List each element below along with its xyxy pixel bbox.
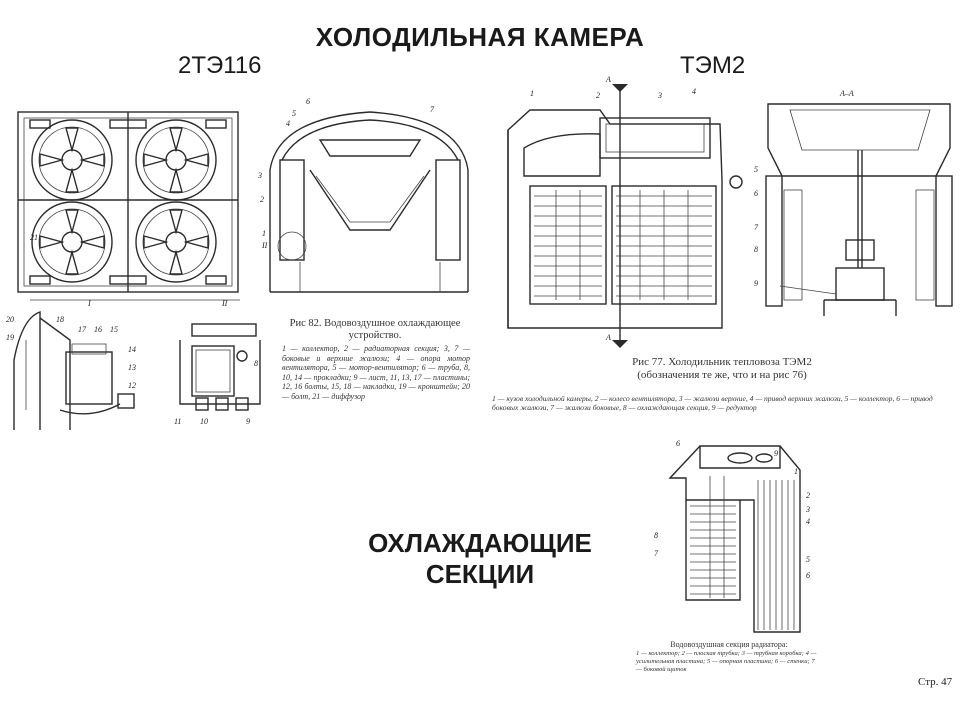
svg-text:15: 15 xyxy=(110,325,118,334)
svg-text:А–А: А–А xyxy=(839,89,854,98)
locomotive-label-tem2: ТЭМ2 xyxy=(680,52,746,79)
svg-text:А: А xyxy=(605,333,611,342)
figure-82-caption: Рис 82. Водовоздушное охлаждающее устрой… xyxy=(289,318,461,341)
svg-text:6: 6 xyxy=(306,97,310,106)
louver-grid-left xyxy=(534,190,602,300)
radiator-fins xyxy=(757,480,795,630)
svg-text:3: 3 xyxy=(257,171,262,180)
svg-text:8: 8 xyxy=(254,359,258,368)
svg-text:6: 6 xyxy=(676,439,680,448)
svg-text:II: II xyxy=(221,299,228,308)
svg-text:7: 7 xyxy=(654,549,659,558)
svg-text:12: 12 xyxy=(128,381,136,390)
svg-text:3: 3 xyxy=(805,505,810,514)
figure-77-legend: 1 — кузов холодильной камеры, 2 — колесо… xyxy=(492,394,933,412)
svg-text:21: 21 xyxy=(30,233,38,242)
svg-text:3: 3 xyxy=(657,91,662,100)
svg-text:20: 20 xyxy=(6,315,14,324)
fan-4 xyxy=(135,201,217,283)
svg-text:1: 1 xyxy=(262,229,266,238)
svg-text:17: 17 xyxy=(78,325,87,334)
svg-text:16: 16 xyxy=(94,325,102,334)
svg-text:2: 2 xyxy=(596,91,600,100)
figure-82-legend: 1 — коллектор, 2 — радиаторная секция; 3… xyxy=(282,344,470,401)
svg-text:14: 14 xyxy=(128,345,136,354)
svg-text:4: 4 xyxy=(286,119,290,128)
svg-text:I: I xyxy=(87,299,91,308)
svg-text:А: А xyxy=(605,75,611,84)
svg-text:8: 8 xyxy=(654,531,658,540)
svg-text:9: 9 xyxy=(754,279,758,288)
svg-text:5: 5 xyxy=(292,109,296,118)
louver-grid-right xyxy=(616,190,712,300)
svg-text:4: 4 xyxy=(806,517,810,526)
svg-text:4: 4 xyxy=(692,87,696,96)
radiator-tube-rows xyxy=(690,476,736,598)
svg-text:7: 7 xyxy=(430,105,435,114)
svg-text:19: 19 xyxy=(6,333,14,342)
svg-text:18: 18 xyxy=(56,315,64,324)
cooling-sections-heading: ОХЛАЖДАЮЩИЕ СЕКЦИИ xyxy=(330,528,630,590)
fan-2 xyxy=(135,119,217,201)
svg-text:11: 11 xyxy=(174,417,181,426)
svg-text:5: 5 xyxy=(806,555,810,564)
radiator-section-caption: Водовоздушная секция радиатора: xyxy=(670,640,788,649)
svg-text:2: 2 xyxy=(806,491,810,500)
figure-77-caption: Рис 77. Холодильник тепловоза ТЭМ2 (обоз… xyxy=(632,356,812,381)
svg-text:6: 6 xyxy=(754,189,758,198)
cooling-sections-heading-line1: ОХЛАЖДАЮЩИЕ xyxy=(368,528,592,558)
svg-text:2: 2 xyxy=(260,195,264,204)
page-number: Стр. 47 xyxy=(918,676,953,688)
svg-text:5: 5 xyxy=(754,165,758,174)
svg-text:9: 9 xyxy=(246,417,250,426)
svg-text:1: 1 xyxy=(794,467,798,476)
svg-text:8: 8 xyxy=(754,245,758,254)
svg-text:II: II xyxy=(261,241,268,250)
fan-3 xyxy=(31,201,113,283)
svg-text:10: 10 xyxy=(200,417,208,426)
fan-1 xyxy=(31,119,113,201)
cooling-sections-heading-line2: СЕКЦИИ xyxy=(425,559,535,589)
svg-text:7: 7 xyxy=(754,223,759,232)
svg-text:1: 1 xyxy=(530,89,534,98)
radiator-section-legend: 1 — коллектор; 2 — плоская трубка; 3 — т… xyxy=(636,650,817,673)
locomotive-label-2te116: 2ТЭ116 xyxy=(178,52,262,79)
svg-text:13: 13 xyxy=(128,363,136,372)
page-title: ХОЛОДИЛЬНАЯ КАМЕРА xyxy=(315,22,645,52)
svg-text:9: 9 xyxy=(774,449,778,458)
svg-text:6: 6 xyxy=(806,571,810,580)
